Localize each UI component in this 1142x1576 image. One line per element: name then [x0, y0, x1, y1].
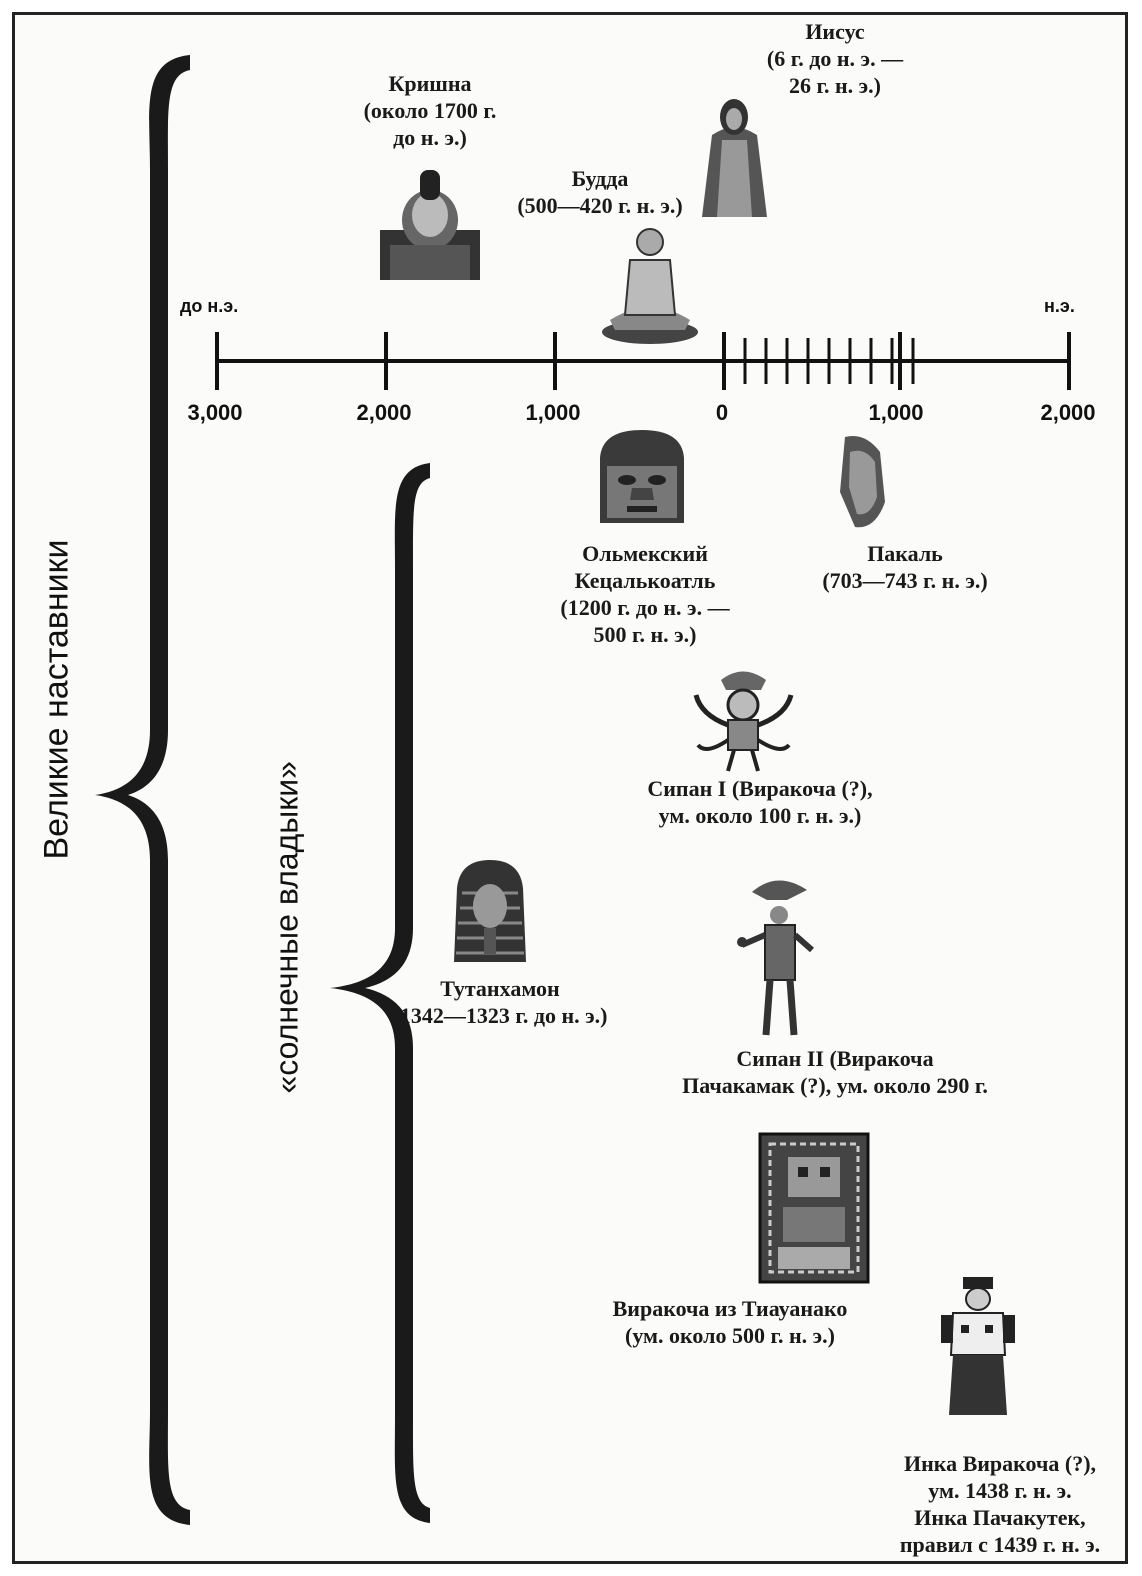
olmec-date-1: (1200 г. до н. э. —	[560, 595, 730, 620]
era-ad-label: н.э.	[1044, 296, 1075, 316]
inca-name-2: Инка Пачакутек,	[914, 1505, 1086, 1530]
tick-label-0: 0	[715, 400, 729, 425]
buddha-image	[602, 228, 698, 344]
krishna-date-1: (около 1700 г.	[363, 98, 497, 123]
tick-label-3000bc: 3,000	[187, 400, 243, 425]
tiwanaku-label: Виракоча из Тиауанако (ум. около 500 г. …	[580, 1295, 880, 1349]
krishna-image	[380, 170, 480, 280]
sipan2-image	[737, 880, 814, 1036]
buddha-label: Будда (500—420 г. н. э.)	[495, 165, 705, 219]
krishna-name: Кришна	[388, 71, 472, 96]
tick-label-2000ad: 2,000	[1040, 400, 1096, 425]
jesus-image	[702, 99, 767, 217]
inca-image	[941, 1277, 1015, 1415]
pakal-image	[840, 436, 885, 528]
olmec-head-image	[600, 430, 684, 523]
sipan2-name: Сипан II (Виракоча	[736, 1046, 934, 1071]
tiwanaku-name: Виракоча из Тиауанако	[612, 1296, 848, 1321]
pakal-label: Пакаль (703—743 г. н. э.)	[795, 540, 1015, 594]
tutankhamun-date: (1342—1323 г. до н. э.)	[392, 1003, 608, 1028]
olmec-label: Ольмекский Кецалькоатль (1200 г. до н. э…	[520, 540, 770, 648]
era-bc-label: до н.э.	[180, 296, 239, 316]
olmec-name-2: Кецалькоатль	[574, 568, 716, 593]
inner-brace	[330, 463, 430, 1523]
sipan2-date: Пачакамак (?), ум. около 290 г.	[682, 1073, 988, 1098]
tutankhamun-mask-image	[454, 860, 526, 962]
inca-label: Инка Виракоча (?), ум. 1438 г. н. э. Инк…	[865, 1450, 1135, 1558]
jesus-name: Иисус	[805, 19, 865, 44]
tick-label-1000bc: 1,000	[525, 400, 581, 425]
tutankhamun-label: Тутанхамон (1342—1323 г. до н. э.)	[360, 975, 640, 1029]
inner-brace-label: «солнечные владыки»	[268, 761, 305, 1094]
olmec-date-2: 500 г. н. э.)	[593, 622, 697, 647]
jesus-label: Иисус (6 г. до н. э. — 26 г. н. э.)	[740, 18, 930, 99]
outer-brace-label: Великие наставники	[37, 539, 76, 860]
sipan2-label: Сипан II (Виракоча Пачакамак (?), ум. ок…	[670, 1045, 1000, 1099]
sipan1-name: Сипан I (Виракоча (?),	[647, 776, 873, 801]
sipan1-date: ум. около 100 г. н. э.)	[658, 803, 862, 828]
tutankhamun-name: Тутанхамон	[440, 976, 560, 1001]
pakal-name: Пакаль	[867, 541, 943, 566]
inca-name-1: Инка Виракоча (?),	[903, 1451, 1097, 1476]
buddha-name: Будда	[571, 166, 629, 191]
buddha-date: (500—420 г. н. э.)	[517, 193, 683, 218]
tiwanaku-date: (ум. около 500 г. н. э.)	[625, 1323, 835, 1348]
tiwanaku-image	[758, 1132, 870, 1284]
sipan1-image	[693, 671, 794, 772]
inca-date-2: правил с 1439 г. н. э.	[899, 1532, 1101, 1557]
diagram-frame	[12, 12, 1128, 1564]
pakal-date: (703—743 г. н. э.)	[822, 568, 988, 593]
olmec-name-1: Ольмекский	[582, 541, 708, 566]
inca-date-1: ум. 1438 г. н. э.	[928, 1478, 1072, 1503]
outer-brace	[95, 55, 190, 1525]
jesus-date-1: (6 г. до н. э. —	[766, 46, 904, 71]
timeline-axis	[215, 332, 1071, 390]
jesus-date-2: 26 г. н. э.)	[788, 73, 882, 98]
tick-label-2000bc: 2,000	[356, 400, 412, 425]
tick-label-1000ad: 1,000	[868, 400, 924, 425]
krishna-label: Кришна (около 1700 г. до н. э.)	[340, 70, 520, 151]
krishna-date-2: до н. э.)	[393, 125, 467, 150]
sipan1-label: Сипан I (Виракоча (?), ум. около 100 г. …	[625, 775, 895, 829]
